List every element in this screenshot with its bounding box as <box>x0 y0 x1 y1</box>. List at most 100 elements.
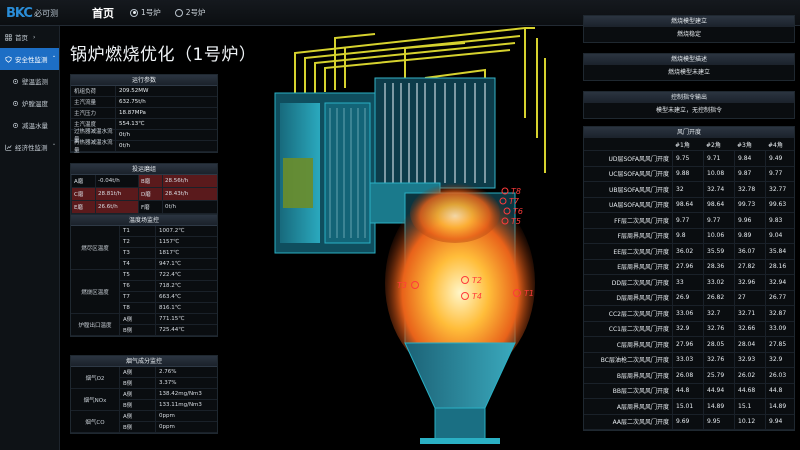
grid-icon <box>5 33 12 41</box>
damper-value: 28.16 <box>765 259 794 275</box>
group-label: 燃尽区温度 <box>71 226 119 270</box>
damper-value: 33.02 <box>703 275 734 291</box>
mill-grid: A磨 -0.04t/h B磨 28.56t/h C磨 28.81t/h D磨 2… <box>71 175 217 214</box>
damper-value: 9.87 <box>734 166 765 182</box>
damper-value: 32.74 <box>703 182 734 198</box>
damper-name: D层周界风风门开度 <box>584 291 672 306</box>
damper-value: 27.96 <box>672 337 703 353</box>
radio-boiler-1[interactable]: 1号炉 <box>130 7 161 18</box>
damper-value: 32.76 <box>703 321 734 337</box>
damper-value: 27 <box>734 290 765 306</box>
param-value: 0t/h <box>115 141 217 151</box>
sensor-label-t2: T2 <box>472 276 482 285</box>
damper-value: 36.02 <box>672 244 703 260</box>
sensor-t3-icon <box>411 281 419 289</box>
damper-name: F层周界风风门开度 <box>584 229 672 244</box>
damper-value: 10.06 <box>703 228 734 244</box>
gas-label: B侧 <box>119 400 155 411</box>
sensor-label-t8: T8 <box>511 187 521 196</box>
damper-value: 33.09 <box>765 321 794 337</box>
mill-label: C磨 <box>71 188 95 201</box>
damper-value: 14.89 <box>703 399 734 415</box>
param-label: 过热器减温水流量 <box>74 129 113 143</box>
damper-value: 26.82 <box>703 290 734 306</box>
sidebar-item-home[interactable]: 首页 › <box>0 26 59 48</box>
damper-value: 99.63 <box>765 197 794 213</box>
param-label: 主汽流量 <box>74 100 97 106</box>
damper-value: 9.77 <box>672 213 703 229</box>
column-header: #2角 <box>703 138 734 151</box>
gas-label: A侧 <box>119 367 155 378</box>
sensor-label-t1: T1 <box>524 289 534 298</box>
damper-value: 32.9 <box>672 321 703 337</box>
chart-icon <box>5 144 12 151</box>
boiler-3d-view: T8 T7 T6 T5 T2 T4 T3 T1 <box>274 27 546 444</box>
sensor-t5-icon <box>501 217 509 225</box>
damper-value: 27.85 <box>765 337 794 353</box>
sidebar-item-safety[interactable]: 安全性监测 ˆ <box>0 48 59 70</box>
gas-value: 2.76% <box>155 367 217 378</box>
damper-value: 9.94 <box>765 414 794 430</box>
panel-heading: 投运磨组 <box>71 164 217 175</box>
model-build-status: 燃烧稳定 <box>676 31 701 38</box>
temp-value: 1007.2℃ <box>155 226 217 237</box>
damper-name: CC1层二次风风门开度 <box>584 322 672 337</box>
sidebar-item-economy[interactable]: 经济性监测 ˇ <box>0 136 59 158</box>
sidebar-item-label: 减温水量 <box>22 122 48 130</box>
sensor-t4-icon <box>461 292 469 300</box>
sensor-label-t7: T7 <box>509 197 520 206</box>
mill-label: D磨 <box>138 188 162 201</box>
sensor-t2-icon <box>461 276 469 284</box>
param-label: 主汽温度 <box>74 122 97 128</box>
sidebar-item-desuperheat[interactable]: 减温水量 <box>0 114 59 136</box>
temp-label: T5 <box>119 270 155 281</box>
gas-label: B侧 <box>119 422 155 433</box>
damper-name: UC层SOFA风风门开度 <box>584 167 672 182</box>
damper-value: 32 <box>672 182 703 198</box>
panel-heading: 温度场监控 <box>71 215 217 226</box>
param-value: 632.75t/h <box>115 97 217 107</box>
radio-boiler-2[interactable]: 2号炉 <box>174 7 206 18</box>
sensor-t1-icon <box>513 289 521 297</box>
radio-unchecked-icon <box>174 8 183 17</box>
damper-value: 32.93 <box>734 352 765 368</box>
group-label: 烟气O2 <box>71 367 119 389</box>
sensor-label-t3: T3 <box>397 281 407 290</box>
superheater-bank <box>374 77 496 189</box>
param-label: 再热器减温水流量 <box>74 140 113 154</box>
gas-value: 133.11mg/Nm3 <box>155 400 217 411</box>
temp-label: T6 <box>119 281 155 292</box>
damper-name: AA层二次风风门开度 <box>584 415 672 430</box>
damper-value: 44.94 <box>703 383 734 399</box>
damper-value: 25.79 <box>703 368 734 384</box>
damper-value: 9.77 <box>703 213 734 229</box>
damper-value: 35.59 <box>703 244 734 260</box>
mill-panel: 投运磨组 A磨 -0.04t/h B磨 28.56t/h C磨 28.81t/h… <box>70 163 218 215</box>
panel-heading: 风门开度 <box>584 127 794 138</box>
damper-name: UD层SOFA风风门开度 <box>584 151 672 167</box>
sidebar-item-furnace-temp[interactable]: 炉膛温度 <box>0 92 59 114</box>
damper-value: 32.71 <box>734 306 765 322</box>
damper-name: EE层二次风风门开度 <box>584 244 672 260</box>
mill-label: A磨 <box>71 175 95 188</box>
damper-value: 98.64 <box>703 197 734 213</box>
temp-value: 1817℃ <box>155 248 217 259</box>
sidebar-item-wall-temp[interactable]: 壁温监测 <box>0 70 59 92</box>
gas-label: A侧 <box>119 389 155 400</box>
damper-value: 9.04 <box>765 228 794 244</box>
damper-name: UB层SOFA风风门开度 <box>584 182 672 198</box>
damper-value: 32.94 <box>765 275 794 291</box>
shield-icon <box>5 55 12 63</box>
damper-value: 15.1 <box>734 399 765 415</box>
